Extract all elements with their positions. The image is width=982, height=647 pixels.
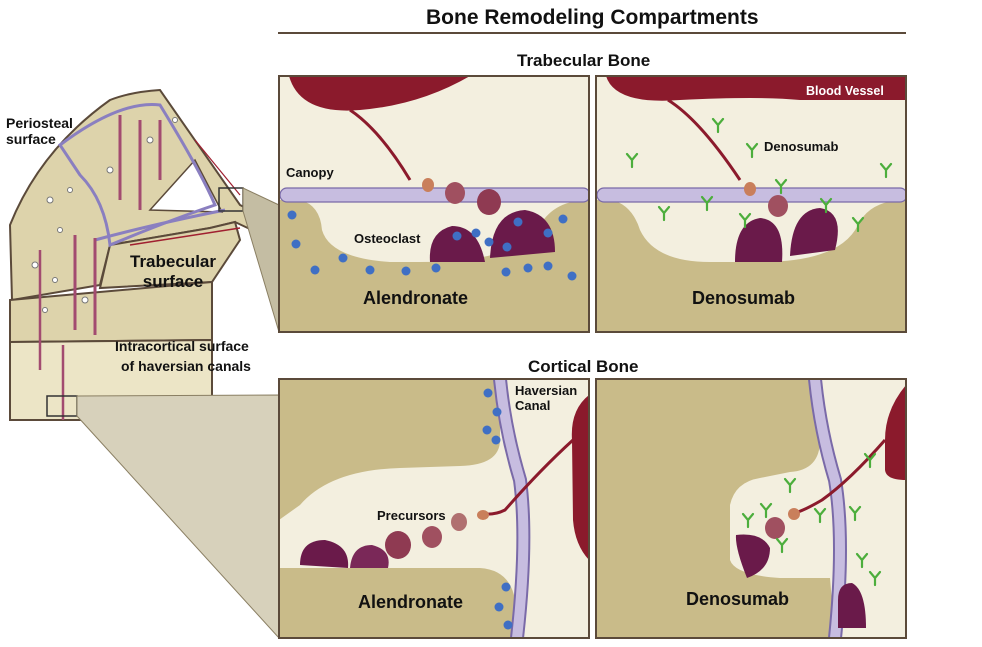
precursors-label: Precursors xyxy=(377,508,446,523)
canopy-label: Canopy xyxy=(286,165,334,180)
zoom-cone-trabecular xyxy=(242,187,280,333)
intracortical-label-line1: Intracortical surface xyxy=(115,338,249,354)
panel-trabecular-alendronate xyxy=(278,75,590,333)
cortical-alendronate-label: Alendronate xyxy=(358,592,464,612)
zoom-cone-cortical xyxy=(76,394,280,640)
trabecular-denosumab-label: Denosumab xyxy=(692,288,796,308)
trabecular-surface-label: Trabecular surface xyxy=(130,252,216,291)
osteoclast-label: Osteoclast xyxy=(354,231,421,246)
figure-title: Bone Remodeling Compartments xyxy=(426,6,759,29)
haversian-canal-label: Haversian Canal xyxy=(515,383,578,413)
panel-trabecular-denosumab xyxy=(595,75,907,333)
cortical-bone-heading: Cortical Bone xyxy=(528,357,639,376)
trabecular-alendronate-label: Alendronate xyxy=(363,288,469,308)
panel-cortical-denosumab xyxy=(595,378,907,639)
trabecular-bone-heading: Trabecular Bone xyxy=(517,51,651,70)
denosumab-antibody-label: Denosumab xyxy=(764,139,839,154)
bone-cross-section xyxy=(8,88,262,421)
blood-vessel-label: Blood Vessel xyxy=(806,84,884,98)
panel-cortical-alendronate xyxy=(278,378,590,639)
periosteal-surface-label: Periosteal surface xyxy=(6,115,73,148)
intracortical-label-line2: of haversian canals xyxy=(121,358,251,374)
cortical-denosumab-label: Denosumab xyxy=(686,589,790,609)
